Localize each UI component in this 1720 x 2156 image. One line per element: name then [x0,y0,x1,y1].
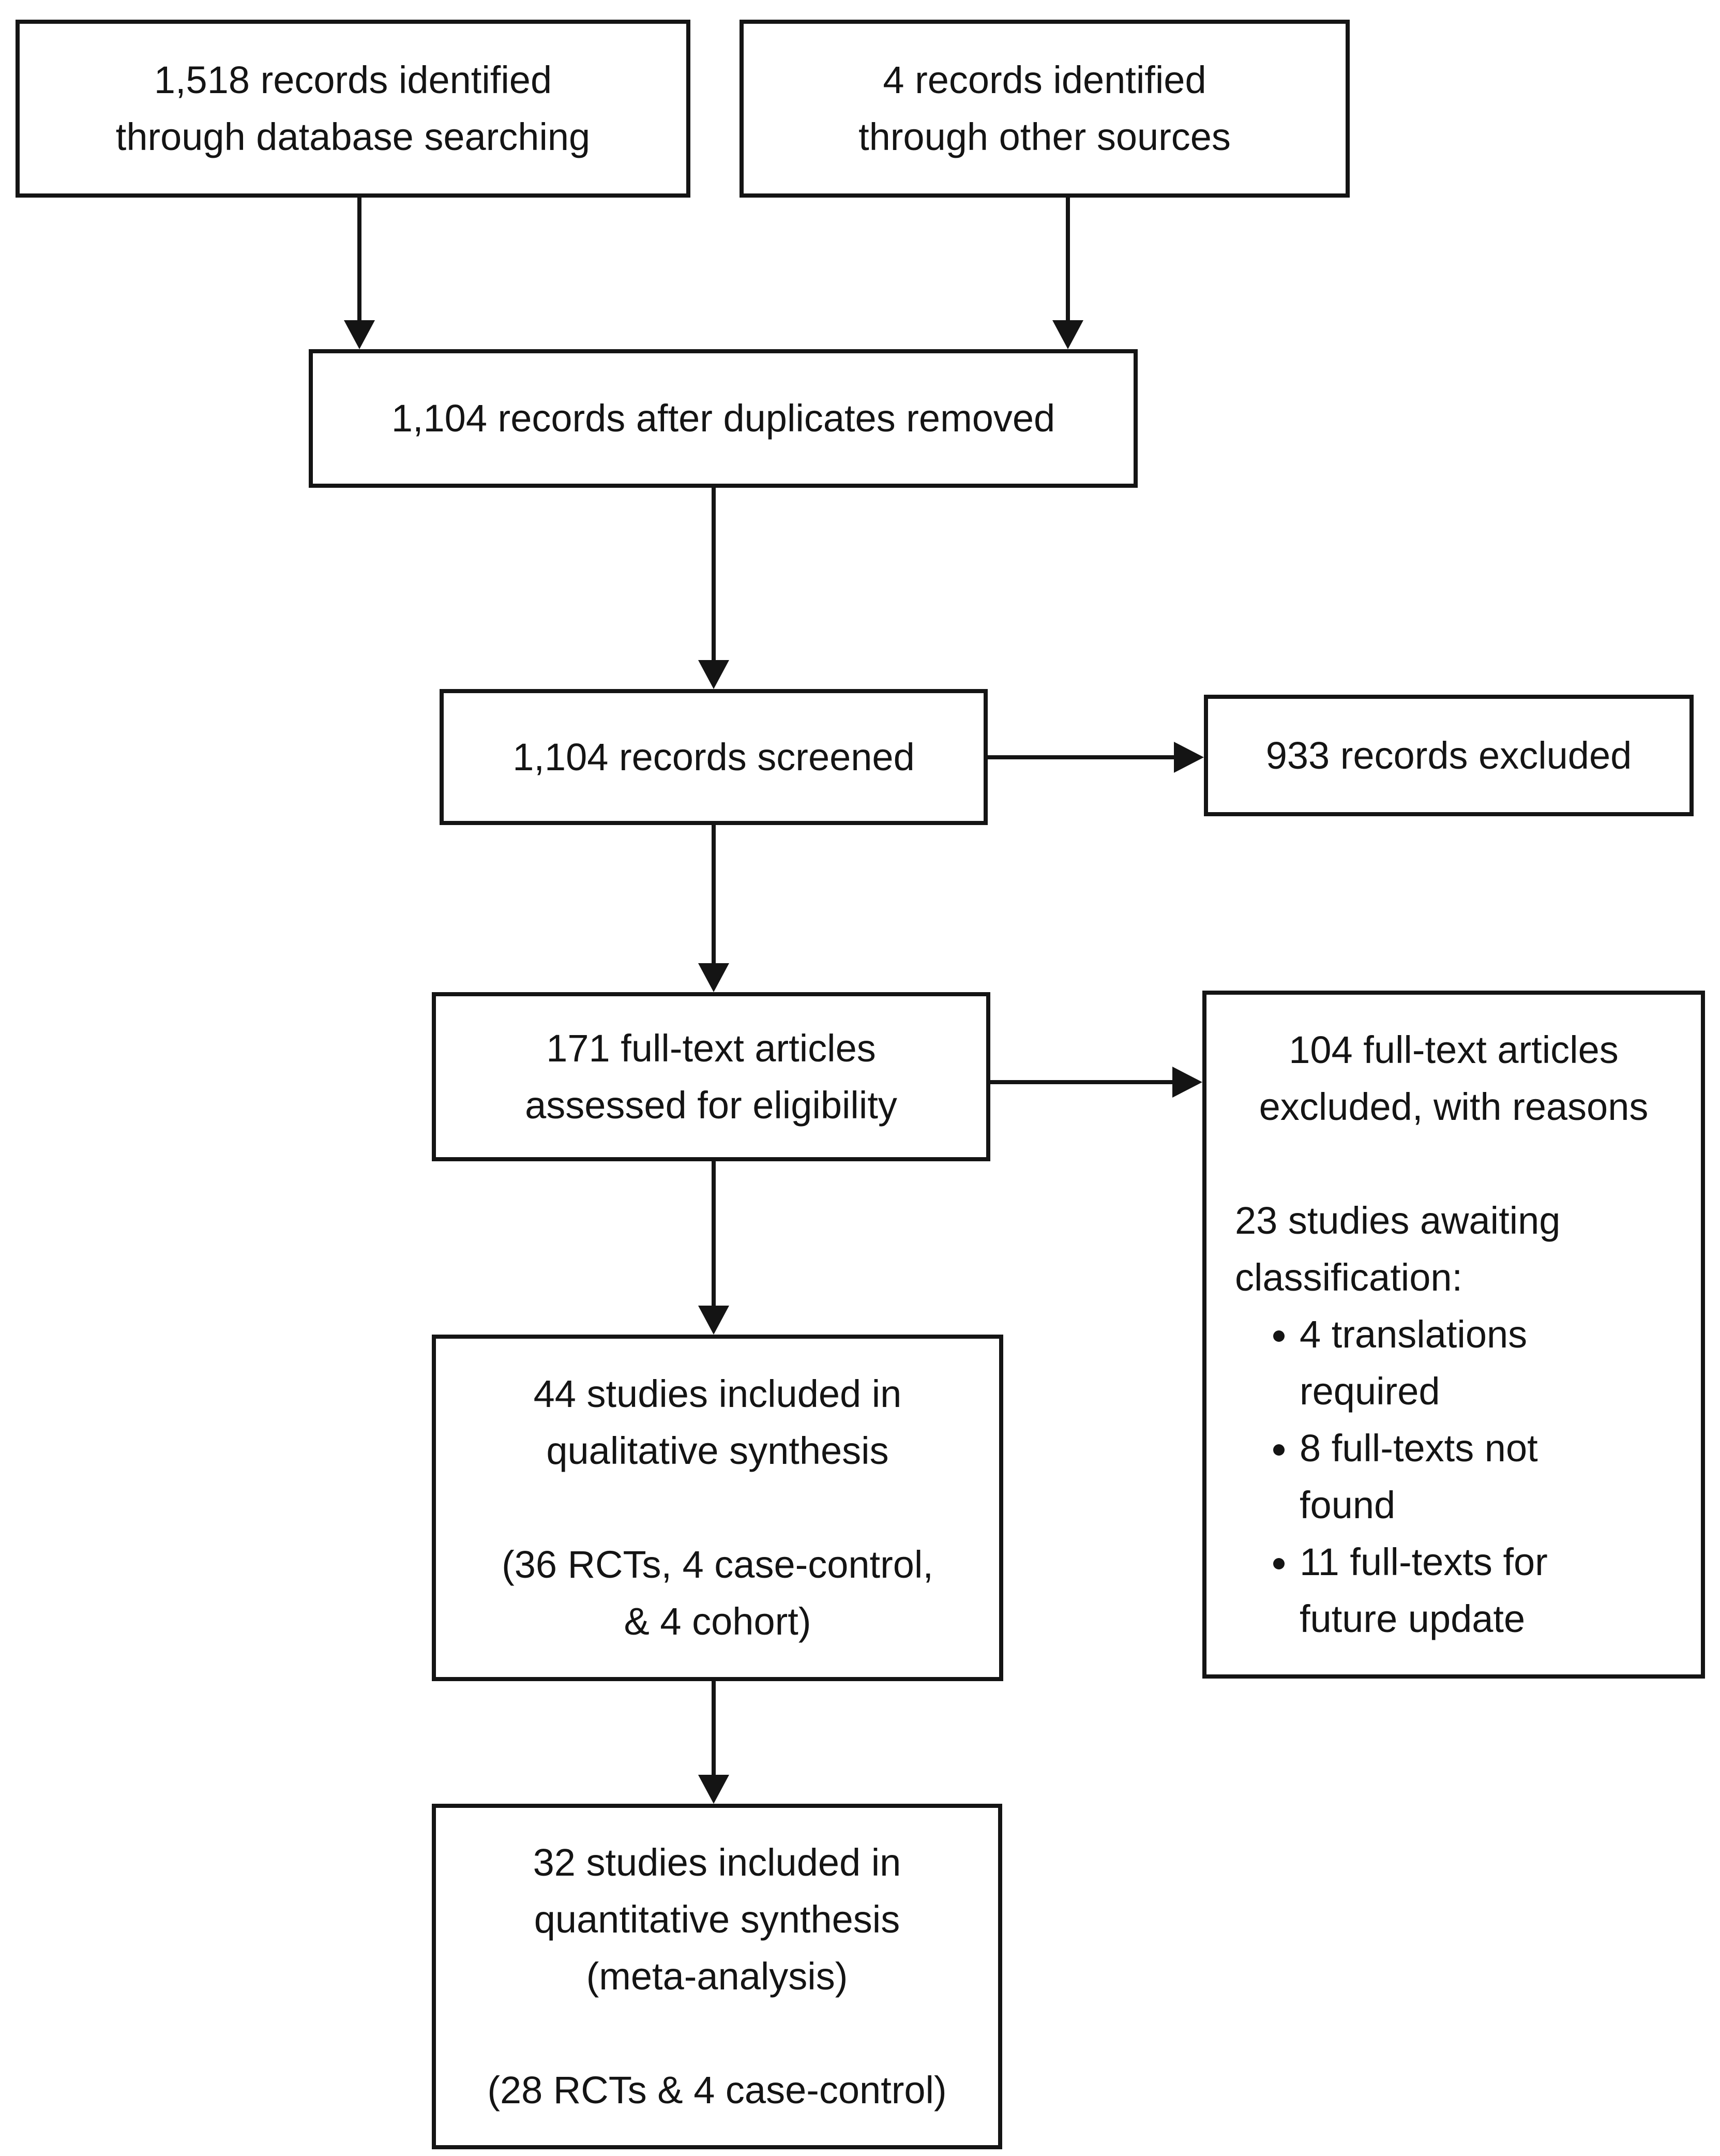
awaiting-classification-list: 4 translations required 8 full-texts not… [1235,1306,1672,1648]
studies-awaiting-heading: 23 studies awaiting classification: [1235,1199,1561,1299]
arrowhead-qualitative-to-quantitative [698,1775,729,1804]
arrow-line-other-to-duplicates [1066,198,1070,323]
arrow-line-screened-to-fulltext [712,825,716,966]
arrow-line-duplicates-to-screened [712,488,716,663]
arrowhead-screened-to-excluded [1174,742,1204,773]
arrowhead-other-to-duplicates [1052,320,1083,349]
list-item: 4 translations required [1300,1306,1672,1420]
box-qualitative-synthesis: 44 studies included in qualitative synth… [432,1335,1003,1681]
list-item: 11 full-texts for future update [1300,1534,1672,1648]
arrowhead-fulltext-to-qualitative [698,1306,729,1335]
arrow-line-qualitative-to-quantitative [712,1681,716,1778]
arrow-line-database-to-duplicates [357,198,361,323]
box-records-excluded: 933 records excluded [1204,695,1694,816]
box-fulltext-assessed: 171 full-text articles assessed for elig… [432,992,990,1161]
arrowhead-duplicates-to-screened [698,660,729,689]
arrowhead-fulltext-to-excluded [1172,1067,1202,1098]
box-records-identified-database: 1,518 records identified through databas… [16,20,690,198]
box-records-after-duplicates-removed: 1,104 records after duplicates removed [309,349,1138,488]
list-item: 8 full-texts not found [1300,1420,1672,1534]
arrowhead-screened-to-fulltext [698,963,729,992]
arrow-line-fulltext-to-qualitative [712,1161,716,1309]
box-records-screened: 1,104 records screened [440,689,988,825]
arrowhead-database-to-duplicates [344,320,375,349]
fulltext-excluded-intro: 104 full-text articles excluded, with re… [1259,1028,1649,1128]
arrow-line-screened-to-excluded [988,755,1177,759]
box-records-identified-other-sources: 4 records identified through other sourc… [740,20,1350,198]
arrow-line-fulltext-to-excluded [990,1080,1175,1084]
box-quantitative-synthesis: 32 studies included in quantitative synt… [432,1804,1002,2149]
box-fulltext-excluded-with-reasons: 104 full-text articles excluded, with re… [1202,991,1705,1679]
